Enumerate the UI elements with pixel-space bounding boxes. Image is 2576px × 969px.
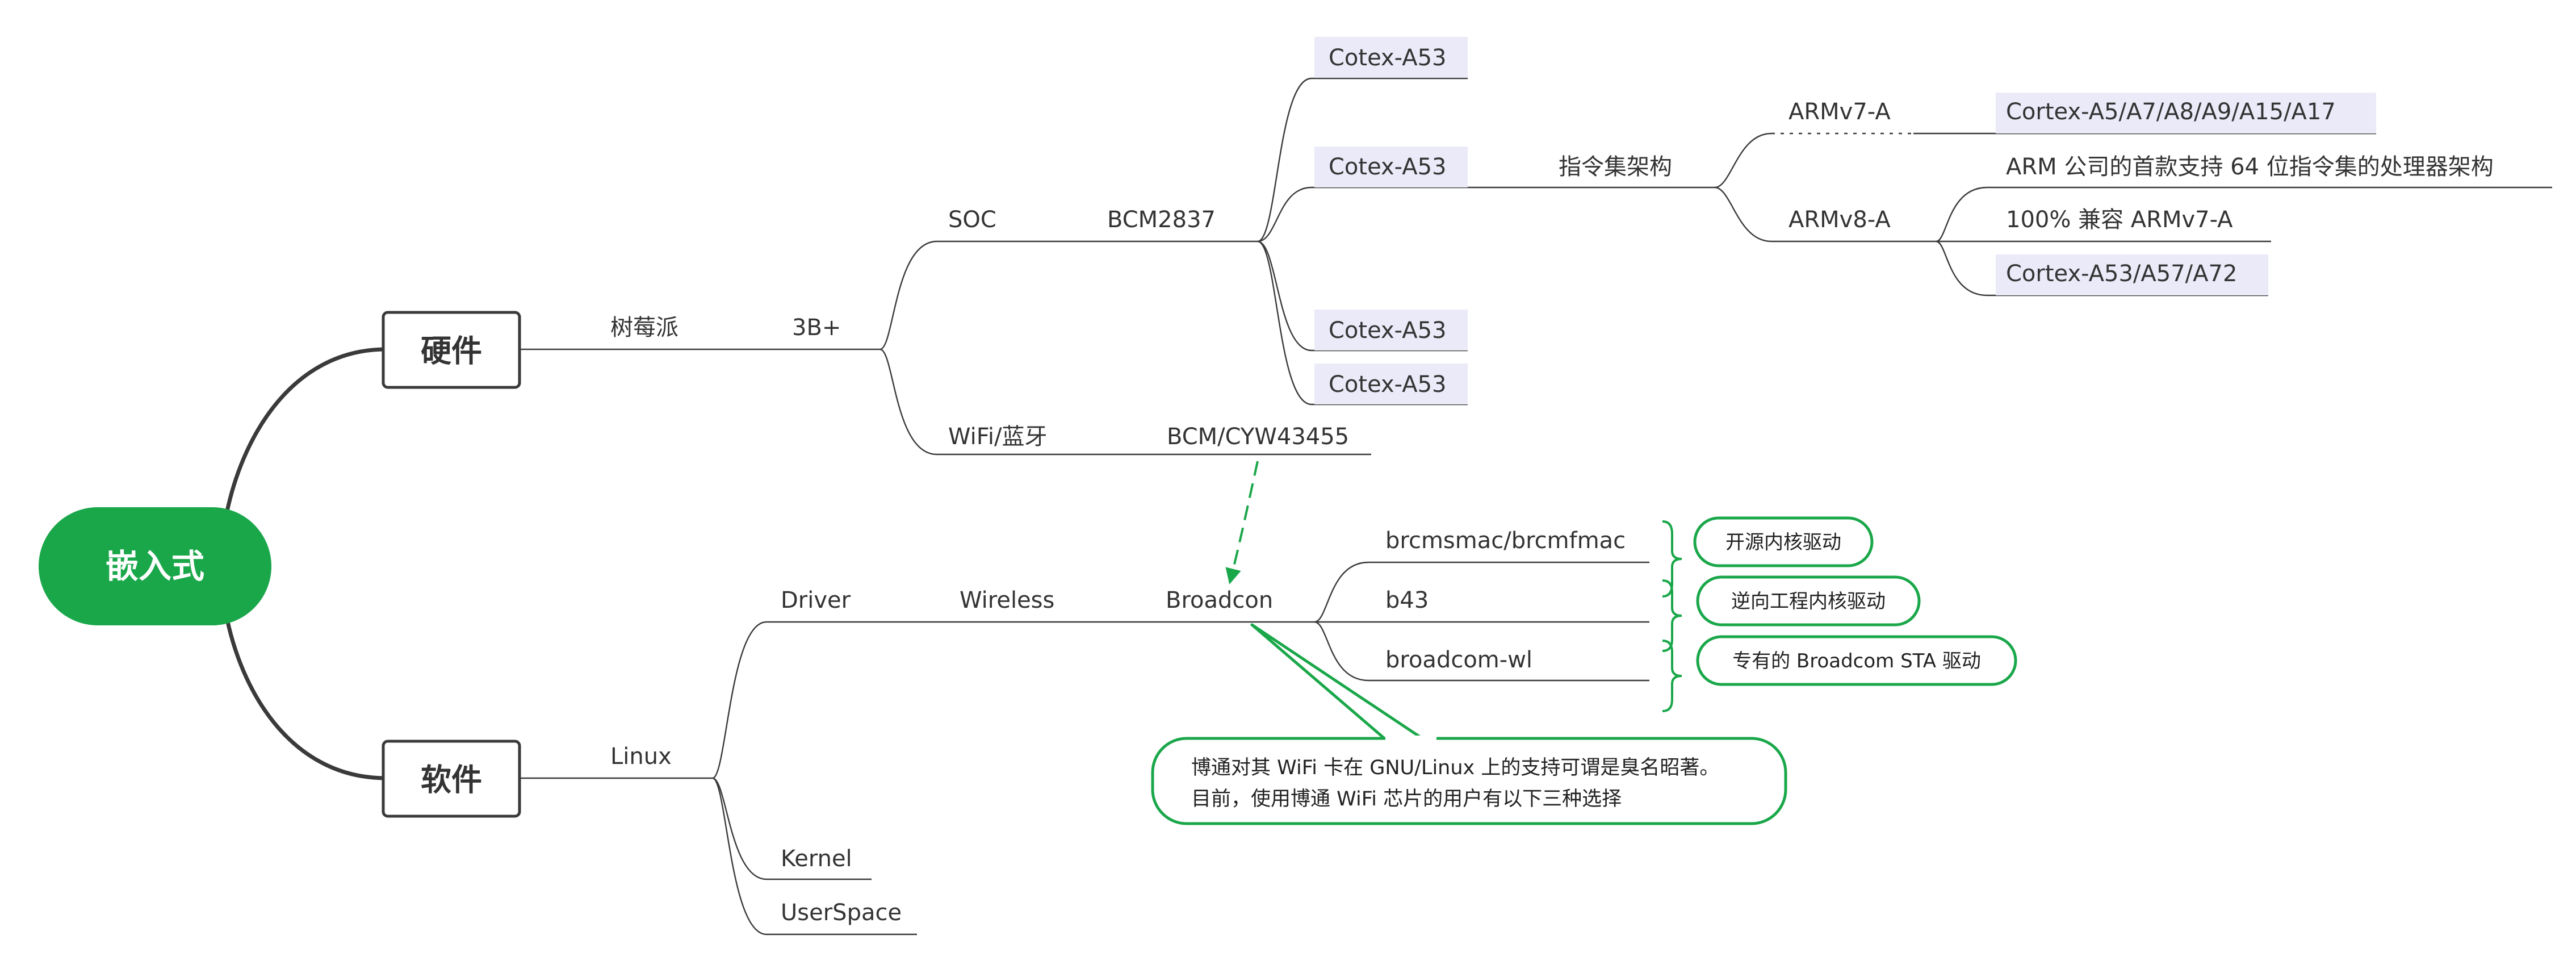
- userspace-label[interactable]: UserSpace: [781, 900, 902, 926]
- linux-to-driver-connector: [712, 621, 1314, 779]
- note-proprietary-sta-driver-text: 专有的 Broadcom STA 驱动: [1732, 650, 1981, 673]
- broadcom-callout[interactable]: 博通对其 WiFi 卡在 GNU/Linux 上的支持可谓是臭名昭著。 目前，使…: [1151, 736, 1787, 825]
- armv7-cortex-list-label[interactable]: Cortex-A5/A7/A8/A9/A15/A17: [2006, 99, 2336, 125]
- 3b-to-soc-connector: [879, 240, 1258, 350]
- isa-label[interactable]: 指令集架构: [1559, 154, 1672, 180]
- note-reverse-engineered-driver[interactable]: 逆向工程内核驱动: [1696, 575, 1921, 626]
- root-to-software-connector: [225, 619, 387, 780]
- hardware-label: 硬件: [421, 333, 482, 369]
- brace-driver3: [1662, 640, 1682, 712]
- callout-line-2: 目前，使用博通 WiFi 芯片的用户有以下三种选择: [1191, 788, 1622, 811]
- broadcom-label[interactable]: Broadcon: [1166, 587, 1273, 613]
- bcm2837-to-core4-connector: [1257, 240, 1468, 406]
- driver-b43-label[interactable]: b43: [1385, 587, 1429, 613]
- armv8-to-item3-connector: [1936, 240, 2268, 296]
- bcm2837-to-core3-connector: [1257, 240, 1468, 352]
- driver-broadcom-wl-label[interactable]: broadcom-wl: [1385, 647, 1532, 673]
- software-node[interactable]: 软件: [382, 740, 521, 818]
- callout-tail: [1250, 623, 1432, 746]
- root-label: 嵌入式: [106, 547, 204, 586]
- armv8-label[interactable]: ARMv8-A: [1788, 207, 1891, 233]
- linux-to-userspace-connector: [712, 777, 917, 935]
- isa-to-armv7-connector: [1714, 132, 1772, 189]
- bcm2837-to-core2-connector: [1257, 186, 1715, 243]
- callout-line-1: 博通对其 WiFi 卡在 GNU/Linux 上的支持可谓是臭名昭著。: [1191, 757, 1719, 779]
- wifi-bluetooth-label[interactable]: WiFi/蓝牙: [948, 424, 1047, 450]
- driver-brcmsmac-label[interactable]: brcmsmac/brcmfmac: [1385, 528, 1626, 554]
- note-open-source-kernel-driver[interactable]: 开源内核驱动: [1693, 516, 1874, 567]
- model-3b-plus-label[interactable]: 3B+: [792, 315, 841, 341]
- root-to-hardware-connector: [225, 347, 387, 512]
- wireless-label[interactable]: Wireless: [960, 587, 1054, 613]
- 3b-to-wifi-connector: [879, 348, 1371, 456]
- core-a53-label-1[interactable]: Cotex-A53: [1329, 45, 1446, 71]
- armv8-item-first-64bit[interactable]: ARM 公司的首款支持 64 位指令集的处理器架构: [2006, 154, 2494, 180]
- software-label: 软件: [421, 762, 482, 798]
- broadcom-to-driver3-connector: [1314, 621, 1649, 682]
- driver-label[interactable]: Driver: [781, 587, 851, 613]
- note-reverse-engineered-driver-text: 逆向工程内核驱动: [1731, 590, 1886, 613]
- wifi-to-broadcom-relation-arrow: [1225, 461, 1259, 584]
- armv8-item-compatible[interactable]: 100% 兼容 ARMv7-A: [2006, 207, 2233, 233]
- bcm2837-label[interactable]: BCM2837: [1107, 207, 1216, 233]
- linux-label[interactable]: Linux: [610, 744, 672, 770]
- core-a53-label-3[interactable]: Cotex-A53: [1329, 318, 1446, 344]
- note-open-source-kernel-driver-text: 开源内核驱动: [1725, 531, 1841, 554]
- kernel-label[interactable]: Kernel: [781, 846, 852, 872]
- raspberry-pi-label[interactable]: 树莓派: [610, 315, 678, 341]
- linux-to-kernel-connector: [712, 777, 872, 880]
- wifi-chip-label[interactable]: BCM/CYW43455: [1167, 424, 1349, 450]
- bcm2837-to-core1-connector: [1257, 77, 1468, 243]
- core-a53-label-2[interactable]: Cotex-A53: [1329, 154, 1446, 180]
- broadcom-to-driver1-connector: [1314, 561, 1649, 623]
- root-node[interactable]: 嵌入式: [39, 507, 271, 625]
- armv8-to-item1-connector: [1936, 186, 2552, 243]
- soc-label[interactable]: SOC: [948, 207, 996, 233]
- note-proprietary-sta-driver[interactable]: 专有的 Broadcom STA 驱动: [1696, 635, 2017, 686]
- isa-to-armv8-connector: [1714, 186, 1936, 243]
- armv7-label[interactable]: ARMv7-A: [1788, 99, 1891, 125]
- armv8-item-cortex-list[interactable]: Cortex-A53/A57/A72: [2006, 261, 2237, 287]
- core-a53-label-4[interactable]: Cotex-A53: [1329, 371, 1446, 398]
- hardware-node[interactable]: 硬件: [382, 311, 521, 389]
